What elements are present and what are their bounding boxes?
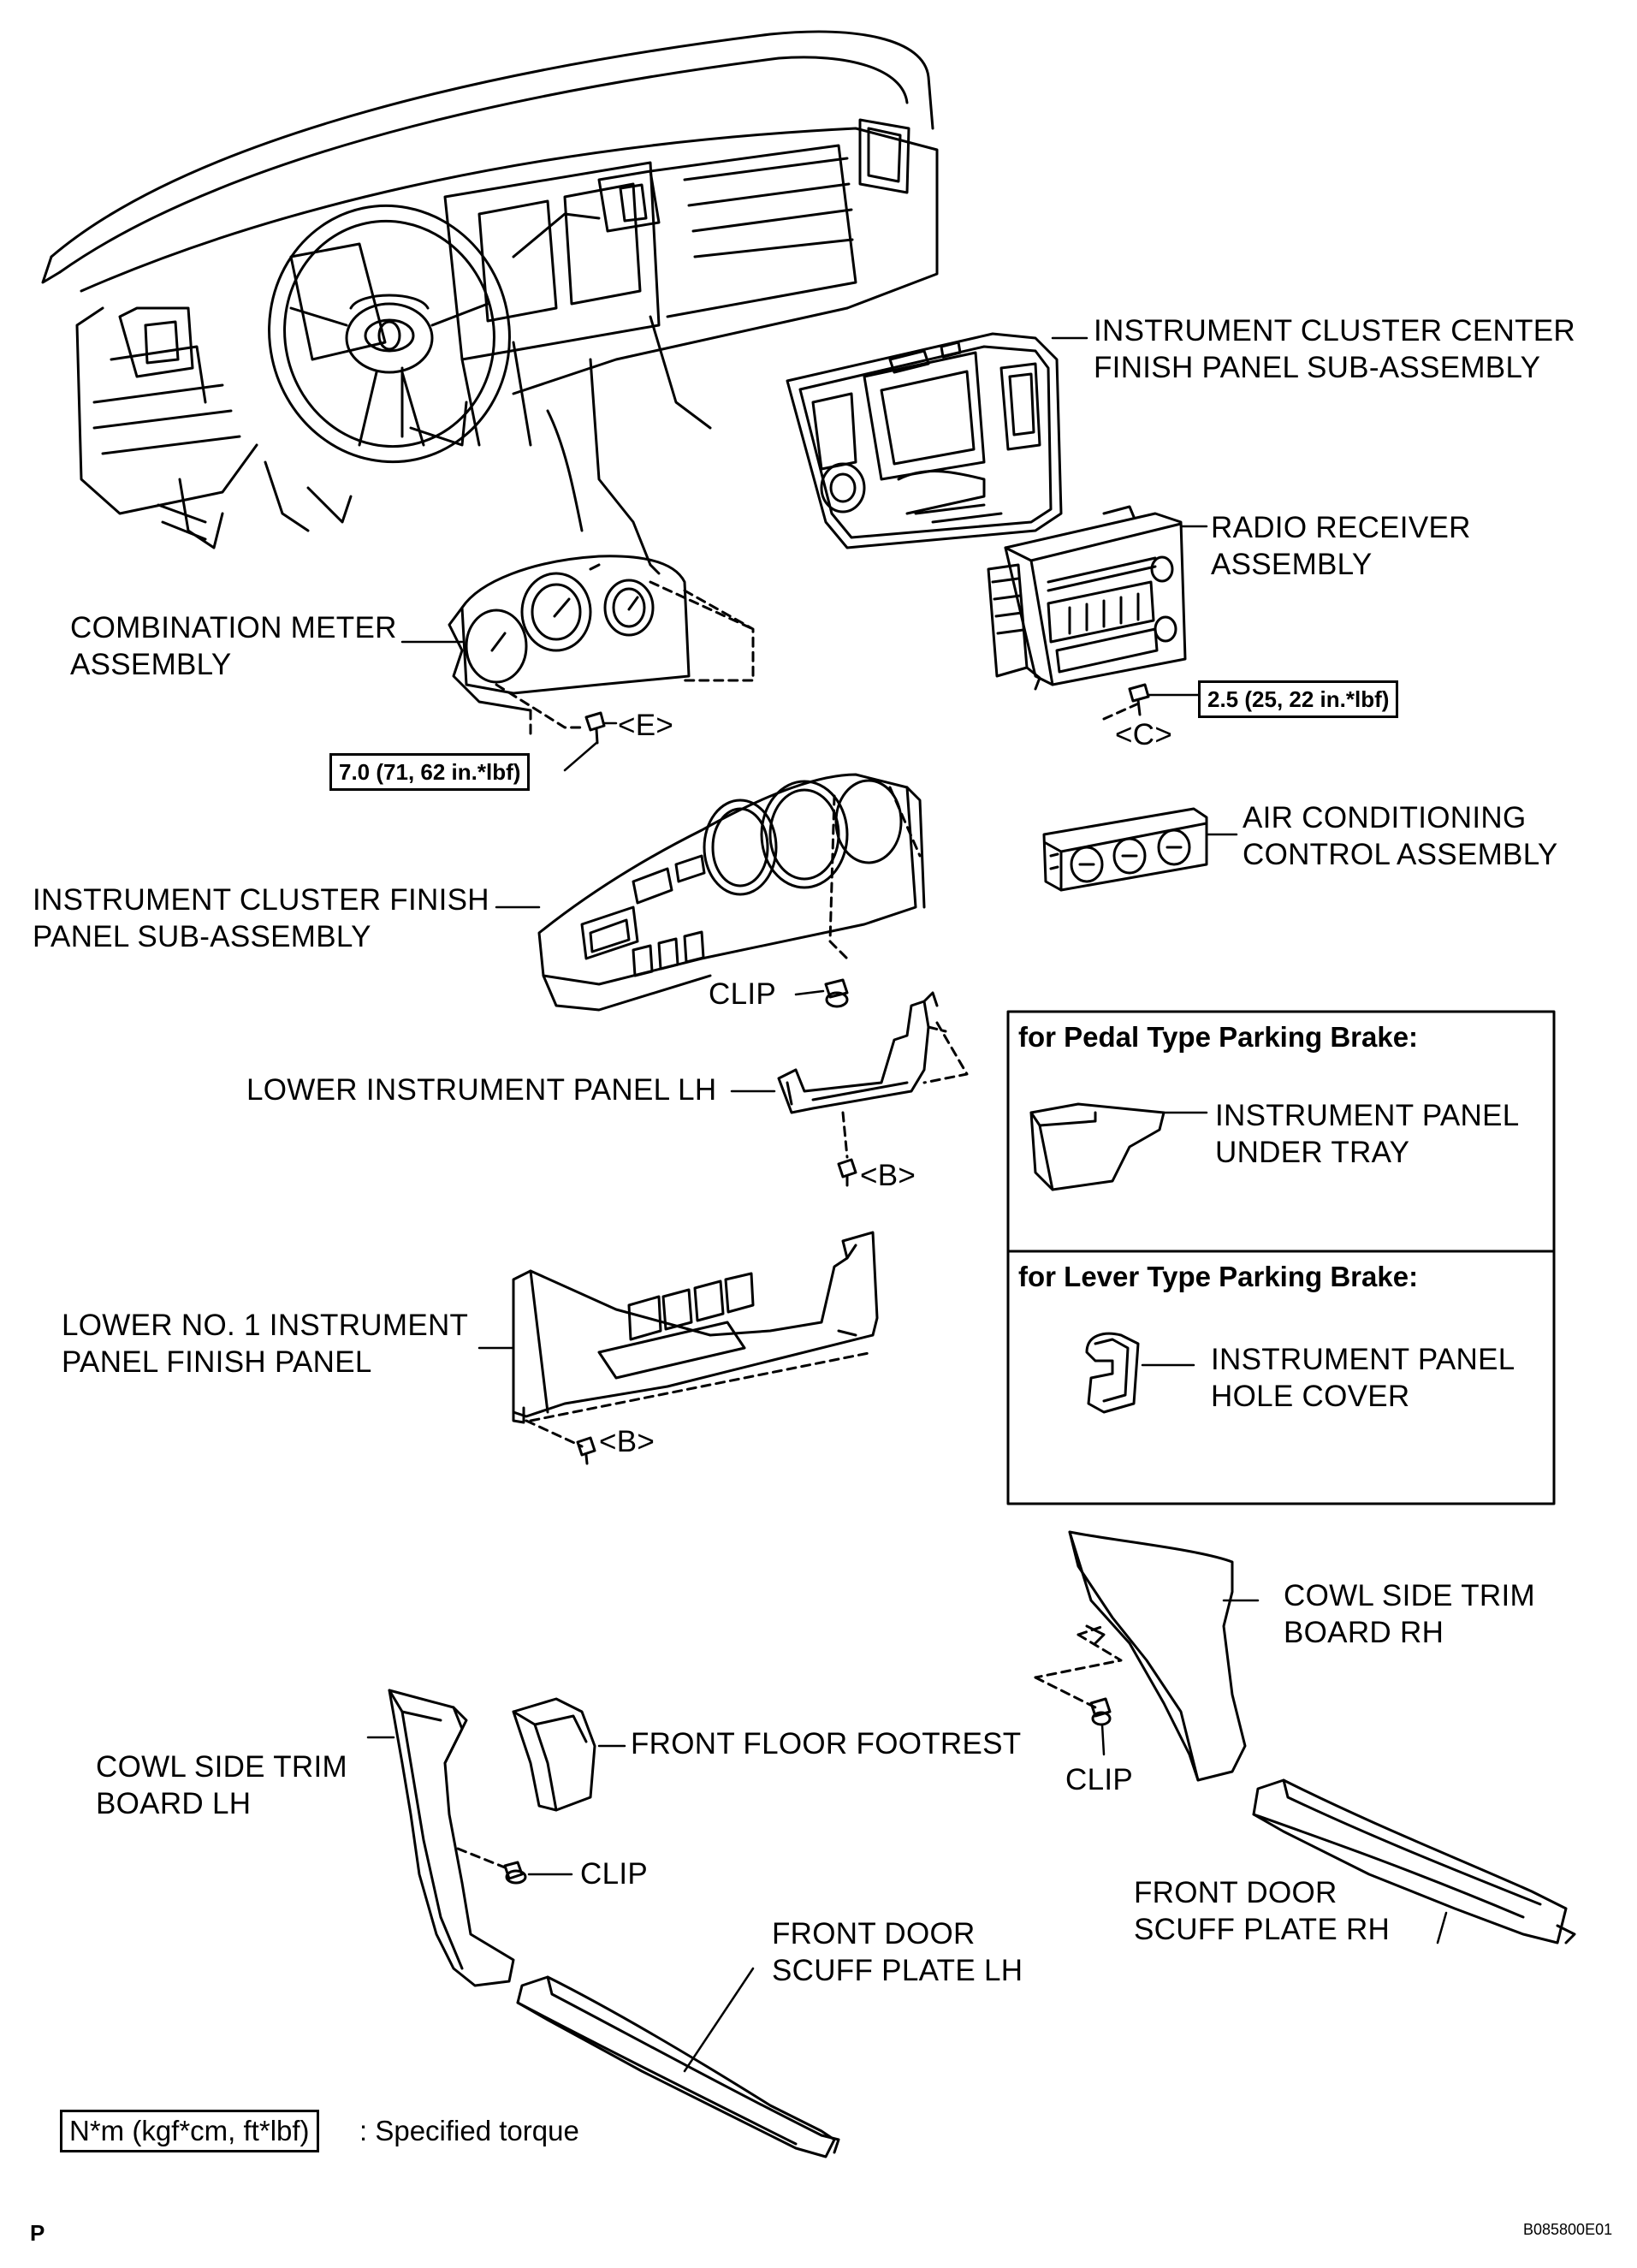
cluster-finish-panel-illustration (537, 773, 926, 1012)
front-floor-footrest-illustration (512, 1697, 626, 1812)
label-cluster-center-panel: INSTRUMENT CLUSTER CENTER FINISH PANEL S… (1094, 314, 1576, 384)
label-hole-cover: INSTRUMENT PANEL HOLE COVER (1211, 1343, 1515, 1413)
label-scuff-plate-lh: FRONT DOOR SCUFF PLATE LH (772, 1917, 1023, 1987)
clip-icon (794, 978, 849, 1008)
label-radio-receiver: RADIO RECEIVER ASSEMBLY (1211, 511, 1471, 581)
label-cowl-side-trim-rh: COWL SIDE TRIM BOARD RH (1284, 1579, 1535, 1649)
label-scuff-plate-rh: FRONT DOOR SCUFF PLATE RH (1134, 1876, 1391, 1946)
label-cowl-side-trim-lh: COWL SIDE TRIM BOARD LH (96, 1750, 347, 1820)
radio-receiver-illustration (987, 505, 1187, 691)
lower-panel-lh-illustration (730, 991, 969, 1187)
page-letter: P (30, 2220, 45, 2246)
torque-spec-meter: 7.0 (71, 62 in.*lbf) (329, 753, 531, 791)
fastener-code-b-upper: <B> (860, 1159, 916, 1192)
label-front-floor-footrest: FRONT FLOOR FOOTREST (631, 1727, 1022, 1760)
label-lower-panel-lh: LOWER INSTRUMENT PANEL LH (246, 1073, 717, 1107)
label-cluster-finish-panel: INSTRUMENT CLUSTER FINISH PANEL SUB-ASSE… (33, 883, 489, 953)
air-conditioning-control-illustration (1042, 807, 1208, 892)
parking-brake-inset-box (1006, 1010, 1556, 1505)
pedal-type-heading: for Pedal Type Parking Brake: (1018, 1021, 1419, 1053)
fastener-code-b-lower: <B> (599, 1425, 655, 1458)
hole-cover-illustration (1085, 1332, 1195, 1414)
torque-legend-meaning: : Specified torque (359, 2115, 579, 2146)
scuff-plate-rh-illustration (1252, 1778, 1576, 1944)
figure-code: B085800E01 (1523, 2221, 1613, 2238)
cowl-side-trim-rh-illustration (1034, 1530, 1260, 1782)
under-tray-illustration (1029, 1102, 1208, 1191)
lower-no1-finish-panel-illustration (477, 1231, 879, 1465)
dashboard-illustration (41, 30, 939, 567)
torque-legend-unit: N*m (kgf*cm, ft*lbf) (60, 2110, 319, 2152)
label-lower-no1-finish-panel: LOWER NO. 1 INSTRUMENT PANEL FINISH PANE… (62, 1309, 469, 1379)
label-clip-finish: CLIP (709, 977, 777, 1011)
fastener-code-e: <E> (618, 709, 674, 742)
torque-spec-radio: 2.5 (25, 22 in.*lbf) (1198, 680, 1399, 718)
fastener-code-c: <C> (1115, 718, 1173, 751)
label-air-conditioning: AIR CONDITIONING CONTROL ASSEMBLY (1243, 801, 1558, 871)
radio-screw-illustration (1102, 683, 1200, 721)
label-combination-meter: COMBINATION METER ASSEMBLY (70, 611, 397, 681)
combination-meter-illustration (448, 555, 755, 772)
cowl-side-trim-lh-illustration (366, 1689, 573, 1987)
scuff-plate-lh-illustration (516, 1967, 840, 2158)
label-clip-rh: CLIP (1065, 1763, 1134, 1796)
lever-type-heading: for Lever Type Parking Brake: (1018, 1261, 1419, 1292)
cluster-center-panel-illustration (786, 332, 1063, 549)
leader-lines (400, 336, 1238, 909)
label-clip-lh: CLIP (580, 1857, 649, 1891)
label-under-tray: INSTRUMENT PANEL UNDER TRAY (1215, 1099, 1520, 1169)
